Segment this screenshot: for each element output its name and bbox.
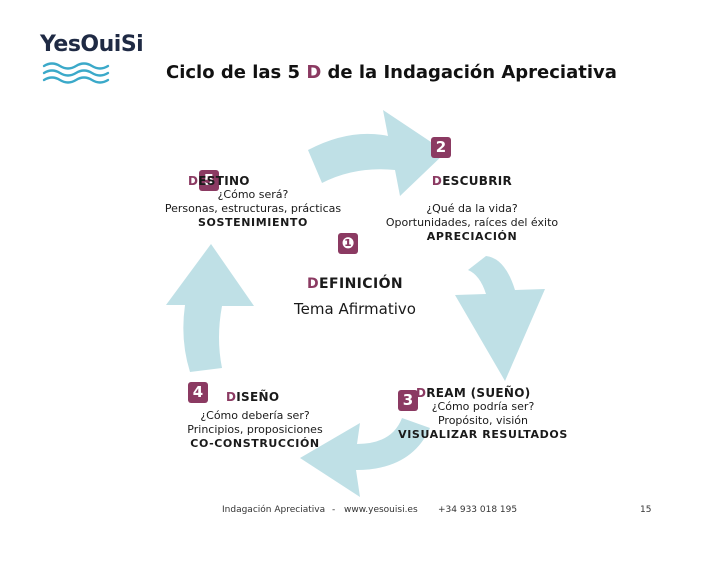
stage-dream-keyword: VISUALIZAR RESULTADOS <box>398 428 568 441</box>
stage-descubrir: DESCUBRIR ¿Qué da la vida? Oportunidades… <box>372 174 572 244</box>
yesouisi-logo: YesOuiSi <box>40 30 150 85</box>
stage-definicion-subtitle: Tema Afirmativo <box>294 300 416 318</box>
stage-destino: DESTINO ¿Cómo será? Personas, estructura… <box>148 174 358 230</box>
stage-diseno-detail: Principios, proposiciones <box>187 423 323 436</box>
stage-dream: DREAM (SUEÑO) ¿Cómo podría ser? Propósit… <box>388 386 578 442</box>
footer-phone: +34 933 018 195 <box>438 505 518 515</box>
stage-diseno: DISEÑO ¿Cómo debería ser? Principios, pr… <box>160 390 350 451</box>
footer-page-number: 15 <box>640 505 652 515</box>
stage-number-3: 3 <box>398 390 418 411</box>
stage-diseno-keyword: CO-CONSTRUCCIÓN <box>190 437 320 450</box>
stage-descubrir-detail: Oportunidades, raíces del éxito <box>385 216 559 229</box>
stage-descubrir-question: ¿Qué da la vida? <box>426 202 518 215</box>
logo-waves-icon <box>42 62 110 84</box>
stage-destino-detail: Personas, estructuras, prácticas <box>164 202 342 215</box>
stage-diseno-question: ¿Cómo debería ser? <box>200 409 310 422</box>
stage-diseno-title: DISEÑO <box>226 390 280 404</box>
arrow-bottom <box>300 418 430 497</box>
slide-title: Ciclo de las 5 D de la Indagación Apreci… <box>166 62 617 83</box>
stage-number-5: 5 <box>199 170 219 191</box>
stage-number-2: 2 <box>431 137 451 158</box>
footer-title: Indagación Apreciativa <box>222 505 326 515</box>
footer-website: www.yesouisi.es <box>344 505 418 515</box>
stage-number-4: 4 <box>188 382 208 403</box>
stage-number-1: ❶ <box>338 233 358 254</box>
footer-separator: - <box>332 505 336 515</box>
stage-destino-question: ¿Cómo será? <box>217 188 289 201</box>
stage-definicion: DEFINICIÓN Tema Afirmativo <box>250 276 460 318</box>
arrow-left <box>166 244 254 372</box>
stage-definicion-title: DEFINICIÓN <box>307 276 403 292</box>
stage-descubrir-title: DESCUBRIR <box>431 174 513 188</box>
logo-text: YesOuiSi <box>40 32 144 57</box>
stage-dream-detail: Propósito, visión <box>437 414 529 427</box>
slide-footer: Indagación Apreciativa - www.yesouisi.es… <box>0 505 728 519</box>
arrow-right <box>455 256 545 381</box>
stage-destino-keyword: SOSTENIMIENTO <box>198 216 308 229</box>
stage-dream-title: DREAM (SUEÑO) <box>416 386 531 400</box>
stage-dream-question: ¿Cómo podría ser? <box>431 400 535 413</box>
stage-descubrir-keyword: APRECIACIÓN <box>426 230 518 243</box>
stage-destino-title: DESTINO <box>188 174 250 188</box>
arrow-top <box>308 110 446 196</box>
